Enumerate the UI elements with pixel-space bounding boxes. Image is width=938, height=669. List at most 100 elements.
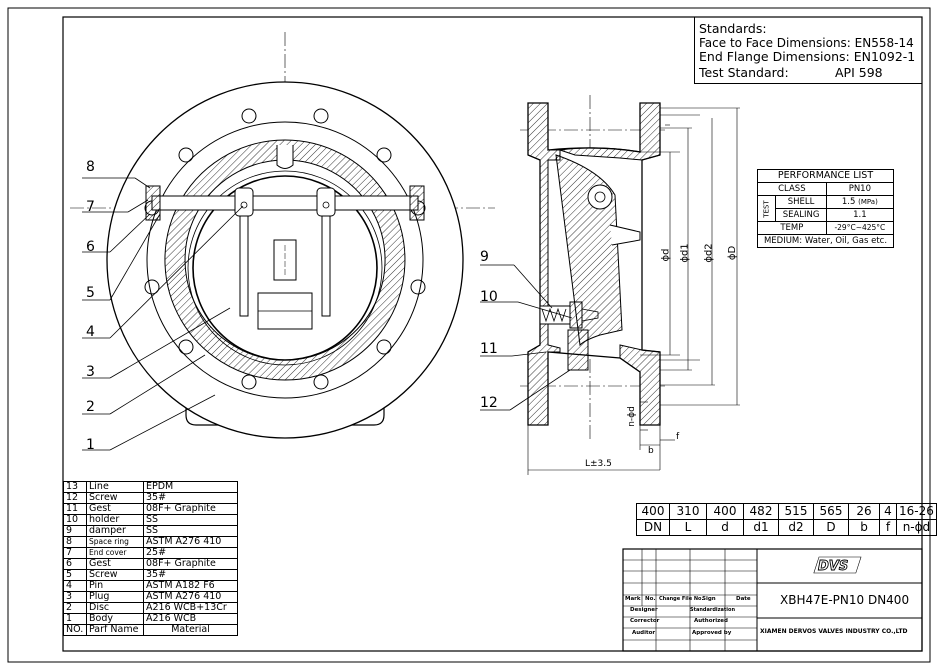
bom-no: 10 (63, 514, 87, 526)
bom-no: 2 (63, 602, 87, 614)
bom-material: 35# (143, 569, 238, 581)
dim-label: d (706, 519, 744, 536)
svg-text:DVS: DVS (818, 559, 848, 574)
bom-no: 13 (63, 481, 87, 493)
dim-value: 310 (669, 503, 707, 520)
phi-d2-label: ϕd2 (703, 243, 715, 263)
bom-material: ASTM A276 410 (143, 536, 238, 548)
dim-label: n-ϕd (896, 519, 937, 536)
phi-d-label: ϕd (660, 248, 672, 262)
dim-value: 26 (848, 503, 880, 520)
standards-heading: Standards: (699, 21, 767, 36)
f-label: f (676, 432, 680, 442)
tb-authorized: Authorized (694, 618, 728, 624)
bom-no: 7 (63, 547, 87, 559)
bom-header-material: Material (143, 624, 238, 636)
class-value: PN10 (825, 182, 895, 196)
length-label: L±3.5 (585, 459, 612, 469)
callout-11: 11 (480, 341, 498, 357)
dim-value: 16-26 (896, 503, 937, 520)
callout-2: 2 (86, 399, 95, 415)
bom-name: End cover (86, 547, 144, 559)
phi-D-label: ϕD (727, 245, 739, 261)
bom-material: 35# (143, 492, 238, 504)
tb-corrector: Corrector (630, 618, 660, 624)
bom-no: 5 (63, 569, 87, 581)
tb-mark: Mark (625, 596, 641, 602)
bom-material: SS (143, 514, 238, 526)
callout-7: 7 (86, 199, 95, 215)
test-label: TEST (756, 195, 777, 222)
tb-date: Date (736, 596, 751, 602)
bom-no: 12 (63, 492, 87, 504)
performance-title: PERFORMANCE LIST (757, 169, 894, 183)
tb-no: No. (645, 596, 656, 602)
tb-approved: Approved by (692, 630, 732, 636)
bom-material: 08F+ Graphite (143, 558, 238, 570)
class-label: CLASS (757, 182, 827, 196)
bom-no: 3 (63, 591, 87, 603)
test-standard-value: API 598 (835, 65, 883, 80)
b-label: b (648, 446, 654, 456)
tb-standardization: Standardization (690, 607, 736, 613)
temp-label: TEMP (757, 221, 827, 235)
bom-material: SS (143, 525, 238, 537)
tb-sign: Sign (702, 596, 716, 602)
medium-text: MEDIUM: Water, Oil, Gas etc. (757, 234, 894, 248)
shell-label: SHELL (775, 195, 827, 209)
bom-material: ASTM A276 410 (143, 591, 238, 603)
tb-change-file: Change File No. (659, 596, 704, 602)
sealing-value: 1.1 (825, 208, 895, 222)
title-block-grid (622, 548, 923, 652)
callout-10: 10 (480, 289, 498, 305)
bom-name: Pin (86, 580, 144, 592)
drawing-title: XBH47E-PN10 DN400 (780, 593, 910, 607)
company-logo: DVS (813, 556, 862, 574)
test-standard-label: Test Standard: (699, 65, 789, 80)
bom-no: 11 (63, 503, 87, 515)
bom-name: Body (86, 613, 144, 625)
bom-name: Disc (86, 602, 144, 614)
callout-9: 9 (480, 249, 489, 265)
callout-5: 5 (86, 285, 95, 301)
bom-material: EPDM (143, 481, 238, 493)
dim-label: f (879, 519, 897, 536)
bom-material: ASTM A182 F6 (143, 580, 238, 592)
dim-value: 565 (813, 503, 849, 520)
dim-value: 482 (743, 503, 779, 520)
dim-label: d1 (743, 519, 779, 536)
inner-frame (62, 16, 923, 652)
bom-name: Space ring (86, 536, 144, 548)
outer-frame (7, 7, 931, 663)
bom-no: 4 (63, 580, 87, 592)
bom-material: A216 WCB (143, 613, 238, 625)
callout-6: 6 (86, 239, 95, 255)
bom-header-name: Parf Name (86, 624, 144, 636)
callout-8: 8 (86, 159, 95, 175)
dim-value: 400 (706, 503, 744, 520)
temp-value: -29°C~425°C (825, 221, 895, 235)
bom-name: Gest (86, 558, 144, 570)
bom-no: 8 (63, 536, 87, 548)
bom-no: 6 (63, 558, 87, 570)
dim-label: b (848, 519, 880, 536)
front-view (70, 32, 495, 451)
bom-name: damper (86, 525, 144, 537)
bom-name: holder (86, 514, 144, 526)
dim-label: DN (636, 519, 670, 536)
tb-auditor: Auditor (632, 630, 656, 636)
